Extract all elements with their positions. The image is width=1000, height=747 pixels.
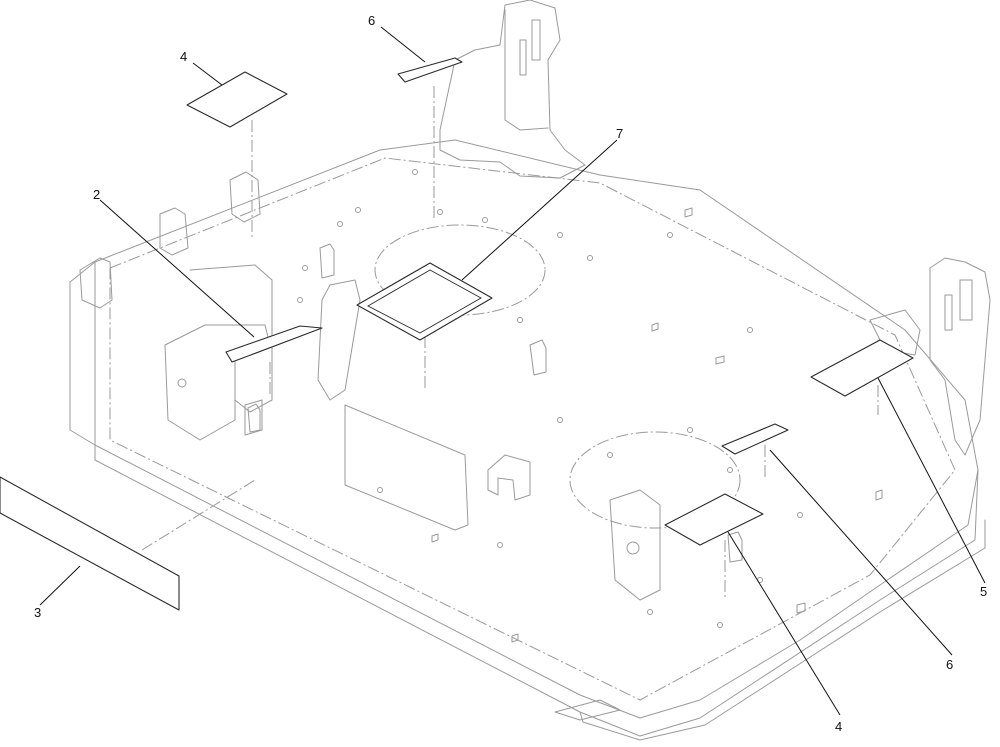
leader-lines (39, 26, 986, 716)
decal-5[interactable] (810, 339, 914, 397)
callout-6-bottom: 6 (946, 657, 953, 672)
decal-4-bottom[interactable] (664, 493, 764, 546)
callout-6-top: 6 (368, 13, 375, 28)
callout-labels: 4 6 7 2 3 5 6 4 (34, 13, 987, 734)
decal-2[interactable] (225, 325, 323, 363)
explosion-lines (141, 86, 879, 600)
decal-3[interactable] (0, 476, 180, 611)
decal-4-top[interactable] (186, 71, 288, 128)
decal-6-top[interactable] (397, 57, 463, 83)
deck-holes (297, 169, 803, 628)
callout-3: 3 (34, 605, 41, 620)
callout-2: 2 (93, 187, 100, 202)
callout-7: 7 (616, 126, 623, 141)
decal-6-bottom[interactable] (721, 423, 789, 455)
callout-4-bottom: 4 (835, 719, 842, 734)
decal-7[interactable] (356, 262, 493, 341)
callout-5: 5 (980, 584, 987, 599)
callout-4-top: 4 (180, 49, 187, 64)
